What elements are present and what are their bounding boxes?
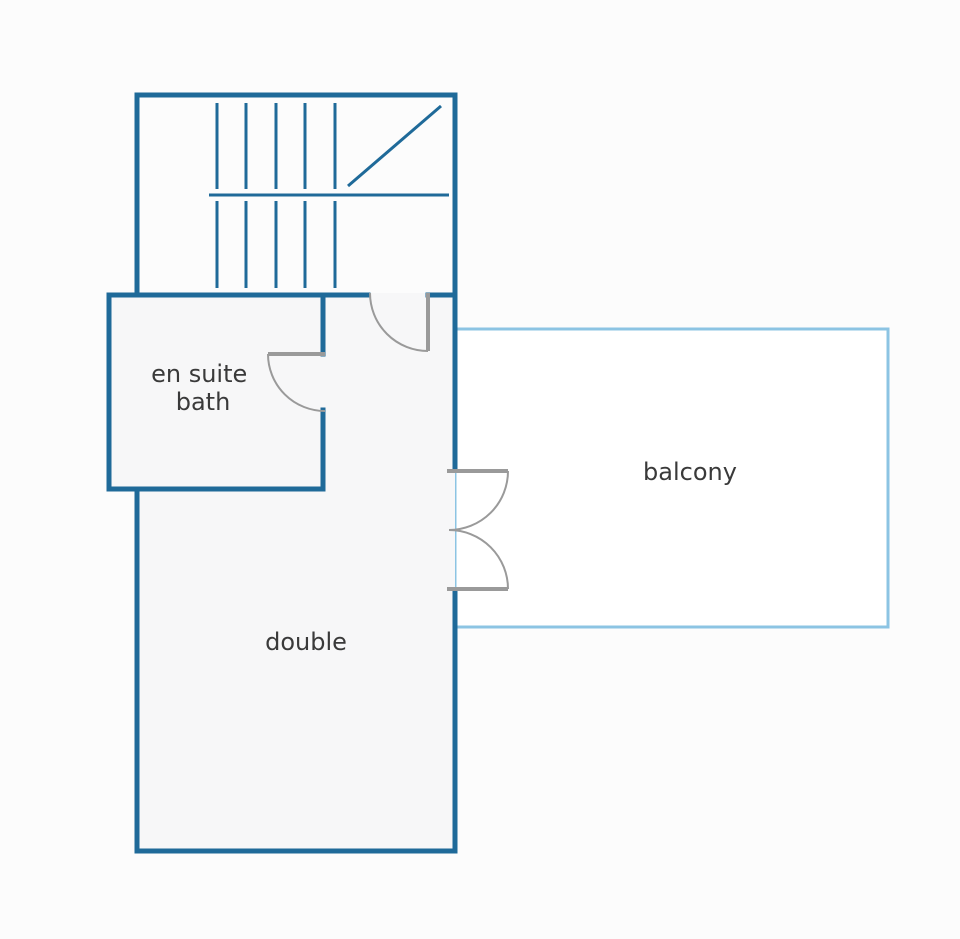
balcony: balcony [453,327,890,629]
double-label: double [265,628,347,656]
door-balcony [447,469,509,591]
ensuite-floor [109,295,323,488]
balcony-outline [453,327,890,629]
door-ensuite [267,352,326,412]
stair-direction-line [347,104,442,188]
ensuite-label-line1: en suite [151,360,247,388]
staircase [209,103,449,288]
balcony-label: balcony [643,458,737,486]
door-landing [369,292,430,352]
ensuite-label-line2: bath [176,388,231,416]
walls [106,92,458,854]
ensuite-label: en suite bath [151,360,255,416]
